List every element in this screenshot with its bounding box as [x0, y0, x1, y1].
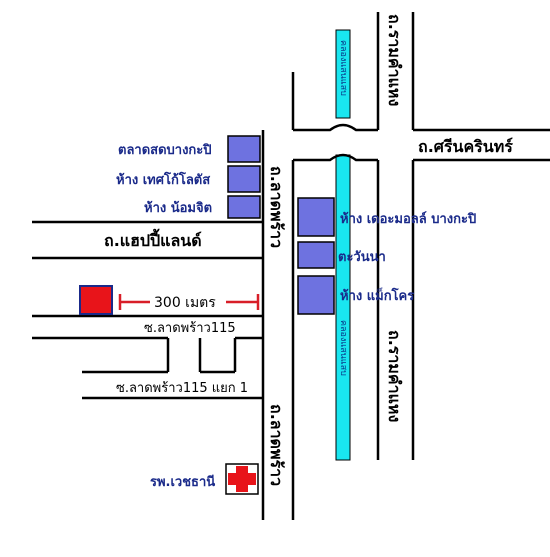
- canal-lower: [335, 154, 351, 461]
- label-tesco: ห้าง เทศโก้โลตัส: [116, 171, 210, 188]
- label-tawanna: ตะวันนา: [338, 250, 386, 265]
- road-network: [32, 12, 550, 520]
- label-soi-115-1: ซ.ลาดพร้าว115 แยก 1: [116, 381, 248, 396]
- canal-upper: [335, 29, 351, 119]
- building-makro: [297, 275, 335, 315]
- label-ladprao-bottom: ถ.ลาดพร้าว: [267, 404, 286, 486]
- building-tesco: [227, 165, 261, 193]
- label-ladprao-top: ถ.ลาดพร้าว: [267, 166, 286, 248]
- building-nomjit: [227, 195, 261, 219]
- building-talad: [227, 135, 261, 163]
- label-mall: ห้าง เดอะมอลล์ บางกะปิ: [340, 211, 476, 227]
- distance-label: 300 เมตร: [154, 295, 216, 311]
- hospital-icon: [225, 463, 259, 495]
- canal-label-bottom: คลองแสนแสบ: [338, 320, 348, 376]
- building-mall: [297, 197, 335, 237]
- label-ramkhamhaeng-top: ถ.รามคำแหง: [385, 14, 404, 106]
- label-ramkhamhaeng-bottom: ถ.รามคำแหง: [385, 330, 404, 422]
- label-nomjit: ห้าง น้อมจิต: [144, 200, 212, 216]
- label-srinakarin-road: ถ.ศรีนครินทร์: [418, 137, 513, 156]
- label-soi-115: ซ.ลาดพร้าว115: [144, 321, 236, 336]
- target-location-marker: [79, 285, 113, 315]
- label-makro: ห้าง แม็กโคร: [340, 286, 414, 304]
- label-talad: ตลาดสดบางกะปิ: [118, 143, 212, 158]
- label-happyland-road: ถ.แฮปปี้แลนด์: [104, 228, 202, 250]
- canal-label-top: คลองแสนแสบ: [338, 40, 348, 96]
- distance-indicator: 300 เมตร: [118, 294, 260, 311]
- label-hospital: รพ.เวชธานี: [150, 474, 215, 490]
- building-tawanna: [297, 241, 335, 269]
